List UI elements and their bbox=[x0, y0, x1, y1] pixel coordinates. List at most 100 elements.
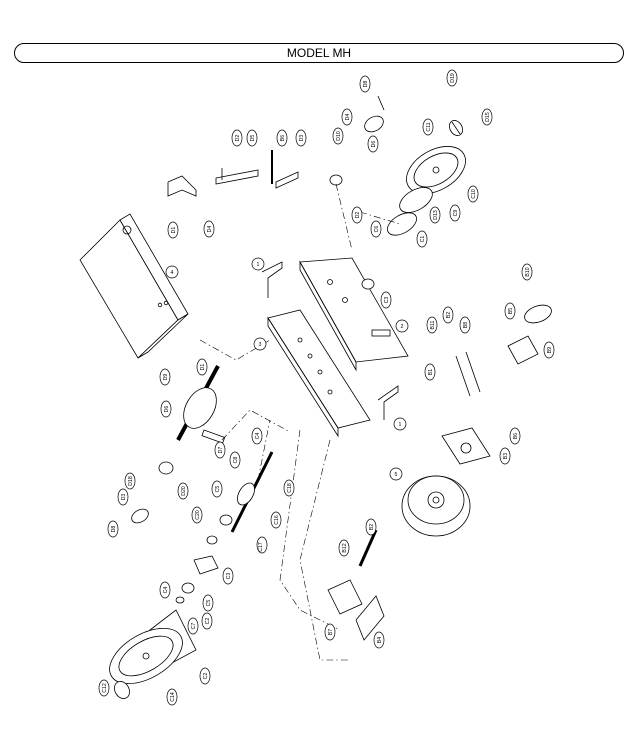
callout-c14: C14 bbox=[166, 688, 178, 706]
b2-rod bbox=[358, 529, 378, 567]
c20-bearing bbox=[206, 535, 218, 545]
svg-text:C9: C9 bbox=[453, 210, 459, 217]
callout-b3: B3 bbox=[499, 447, 511, 465]
svg-text:B6: B6 bbox=[513, 433, 519, 439]
callout-b5: B5 bbox=[504, 302, 516, 320]
svg-text:D6: D6 bbox=[164, 406, 170, 413]
svg-text:C4: C4 bbox=[255, 433, 261, 440]
callout-c17: C17 bbox=[256, 536, 268, 554]
svg-text:D3: D3 bbox=[299, 135, 305, 142]
c5-bearing bbox=[219, 514, 233, 526]
svg-text:D4: D4 bbox=[345, 114, 351, 121]
svg-text:C3: C3 bbox=[226, 573, 232, 580]
svg-text:D18: D18 bbox=[128, 476, 134, 486]
svg-text:B3: B3 bbox=[503, 453, 509, 459]
callout-3: 3 bbox=[253, 337, 267, 351]
svg-text:D4: D4 bbox=[207, 226, 213, 233]
callout-c10: C10 bbox=[467, 185, 479, 203]
b9-plate bbox=[507, 335, 539, 365]
callout-d10: D10 bbox=[332, 127, 344, 145]
callout-b8: B8 bbox=[459, 316, 471, 334]
callout-c11: C11 bbox=[422, 118, 434, 136]
callout-c8: C8 bbox=[229, 451, 241, 469]
c3-bracket bbox=[193, 555, 219, 575]
callout-c18: C18 bbox=[283, 479, 295, 497]
model-title-banner: MODEL MH bbox=[14, 43, 624, 63]
callout-c16: C16 bbox=[270, 511, 282, 529]
svg-text:D1: D1 bbox=[171, 227, 177, 234]
b3-plate bbox=[441, 427, 491, 465]
b6-spring bbox=[271, 150, 299, 189]
svg-text:D2: D2 bbox=[235, 135, 241, 142]
d1-bracket bbox=[167, 175, 197, 197]
svg-text:C17: C17 bbox=[258, 542, 264, 552]
svg-text:B9: B9 bbox=[547, 347, 553, 353]
callout-4: 4 bbox=[165, 265, 179, 279]
svg-text:5: 5 bbox=[395, 472, 398, 478]
callout-b1: B1 bbox=[424, 363, 436, 381]
part-4-rail-box bbox=[79, 213, 189, 359]
model-title: MODEL MH bbox=[286, 46, 352, 60]
svg-text:C20: C20 bbox=[195, 510, 201, 520]
callout-labels: D8 D19 D4 D10 D6 D15 C11 D2 D5 D3 B6 C10… bbox=[98, 69, 555, 706]
callout-b6-mid: B6 bbox=[509, 427, 521, 445]
main-shaft-assembly bbox=[176, 365, 226, 444]
callout-c5-low: C5 bbox=[202, 594, 214, 612]
svg-text:D9: D9 bbox=[163, 374, 169, 381]
callout-d15: D15 bbox=[481, 108, 493, 126]
callout-d4-top: D4 bbox=[341, 108, 353, 126]
svg-text:C16: C16 bbox=[274, 515, 280, 525]
callout-c5-mid: C5 bbox=[211, 480, 223, 498]
callout-d8-top: D8 bbox=[359, 75, 371, 93]
svg-text:B6: B6 bbox=[280, 135, 286, 141]
svg-text:D19: D19 bbox=[450, 73, 456, 83]
svg-text:C5: C5 bbox=[206, 600, 212, 607]
svg-text:B8: B8 bbox=[463, 322, 469, 328]
svg-text:C1: C1 bbox=[420, 236, 426, 243]
callout-c6-top: C6 bbox=[370, 220, 382, 238]
svg-text:C12: C12 bbox=[102, 683, 108, 693]
svg-text:B12: B12 bbox=[342, 543, 348, 552]
callout-c12: C12 bbox=[98, 679, 110, 697]
parts-drawing bbox=[79, 95, 552, 699]
svg-text:B2: B2 bbox=[369, 524, 375, 530]
svg-text:C11: C11 bbox=[426, 122, 432, 131]
callout-5: 5 bbox=[389, 467, 403, 481]
callout-d1-mid: D1 bbox=[196, 358, 208, 376]
callout-c3-mid: C3 bbox=[222, 567, 234, 585]
callout-c2-low: C2 bbox=[199, 667, 211, 685]
d3-d6-gear-small bbox=[131, 508, 149, 524]
callout-2: 2 bbox=[395, 319, 409, 333]
callout-b11: B11 bbox=[426, 316, 438, 334]
svg-text:D3: D3 bbox=[121, 494, 127, 501]
c11-gear bbox=[449, 120, 463, 136]
svg-text:B1: B1 bbox=[428, 369, 434, 375]
callout-b4: B4 bbox=[373, 631, 385, 649]
d2-d5-bracket bbox=[215, 168, 259, 185]
svg-text:C8: C8 bbox=[233, 457, 239, 464]
svg-text:C3: C3 bbox=[384, 297, 390, 304]
svg-text:B10: B10 bbox=[525, 267, 531, 276]
svg-text:1: 1 bbox=[257, 262, 260, 268]
callout-c7: C7 bbox=[187, 617, 199, 635]
callout-1-top: 1 bbox=[251, 257, 265, 271]
c13-disc bbox=[399, 187, 433, 213]
callout-d2-top: D2 bbox=[231, 129, 243, 147]
svg-text:D15: D15 bbox=[485, 112, 491, 122]
callout-d18: D18 bbox=[124, 472, 136, 490]
svg-text:3: 3 bbox=[259, 342, 262, 348]
callout-b10: B10 bbox=[521, 263, 533, 281]
svg-text:C14: C14 bbox=[170, 692, 176, 702]
b4-bracket bbox=[355, 595, 385, 641]
svg-text:C18: C18 bbox=[287, 483, 293, 493]
svg-text:D1: D1 bbox=[200, 364, 206, 371]
svg-text:2: 2 bbox=[401, 324, 404, 330]
part-5-motor bbox=[401, 475, 471, 537]
callout-c4-mid: C4 bbox=[251, 427, 263, 445]
callout-b2-mid: B2 bbox=[365, 518, 377, 536]
b7-switch bbox=[327, 579, 363, 615]
callout-b6-top: B6 bbox=[276, 129, 288, 147]
c8-shaft-assembly bbox=[230, 451, 274, 533]
d2-bearing-top bbox=[329, 174, 343, 186]
